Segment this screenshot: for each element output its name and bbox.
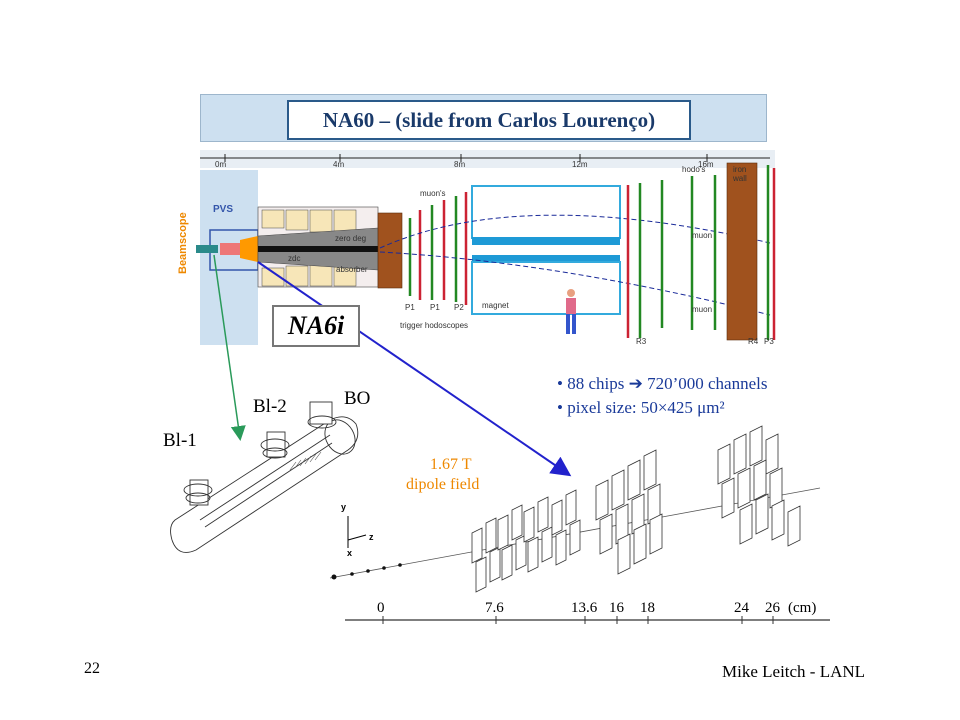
- slide-title: NA60 – (slide from Carlos Lourenço): [287, 100, 691, 140]
- bl2-label: Bl-2: [253, 396, 287, 417]
- scale-13-6: 13.6: [571, 600, 598, 616]
- tag-r3: R3: [636, 337, 647, 346]
- axis-z-label: z: [369, 532, 374, 542]
- dipole-cylinder: [170, 401, 359, 553]
- detector-small-labels: 0m 4m 8m 12m 16m muon's hodo's iron wall…: [215, 160, 774, 346]
- chamber-p2: P2: [454, 303, 464, 312]
- muon-label-lower: muon: [692, 305, 712, 314]
- ruler-8: 8m: [454, 160, 465, 169]
- muon-label-upper: muon: [692, 231, 712, 240]
- iron-wall-label-1: iron: [733, 165, 746, 174]
- scale-16: 16: [609, 600, 624, 616]
- muon-track-upper: [379, 214, 771, 249]
- target-icon: [220, 243, 240, 255]
- pvs-label: PVS: [213, 204, 233, 215]
- hodos-right-label: hodo's: [682, 165, 705, 174]
- hodos-left-label: muon's: [420, 189, 446, 198]
- ruler-16: 16m: [698, 160, 714, 169]
- arrow-vertex-to-telescope: [213, 254, 246, 441]
- axis-x-label: x: [347, 548, 352, 558]
- zero-deg-label: zero deg: [335, 234, 366, 243]
- field-value: 1.67 T: [430, 456, 472, 473]
- scale-18: 18: [640, 600, 655, 616]
- scale-26: 26: [765, 600, 780, 616]
- muon-chambers: [626, 162, 776, 341]
- axis-y-label: y: [341, 502, 346, 512]
- iron-wall-label-2: wall: [732, 174, 747, 183]
- pixel-planes: [471, 425, 801, 593]
- magnet-label: magnet: [482, 301, 509, 310]
- bullet-chips: • 88 chips ➔ 720’000 channels: [557, 374, 768, 393]
- ruler-0: 0m: [215, 160, 226, 169]
- target-discs: [331, 563, 402, 580]
- scale-24: 24: [734, 600, 749, 616]
- ruler-bar: [200, 150, 775, 168]
- scale-7-6: 7.6: [485, 600, 504, 616]
- na6i-callout: NA6i: [272, 305, 360, 347]
- person-icon: [566, 289, 576, 334]
- chamber-p1a: P1: [405, 303, 415, 312]
- tag-r4: R4: [748, 337, 759, 346]
- footer-author: Mike Leitch - LANL: [722, 662, 866, 681]
- absorber-block: [257, 206, 403, 289]
- tag-p3: P3: [764, 337, 774, 346]
- bl1-label: Bl-1: [163, 430, 197, 451]
- axes-indicator: [347, 516, 367, 548]
- magnet: [471, 185, 621, 315]
- ruler-4: 4m: [333, 160, 344, 169]
- chamber-p1b: P1: [430, 303, 440, 312]
- scale-unit: (cm): [788, 600, 817, 616]
- bo-label: BO: [344, 388, 371, 409]
- bullet-pixel: • pixel size: 50×425 μm²: [557, 398, 725, 417]
- beamscope-label: Beamscope: [177, 212, 189, 274]
- ruler-12: 12m: [572, 160, 588, 169]
- tracking-chambers: [408, 192, 468, 305]
- beam-pipe: [196, 245, 218, 253]
- absorber-label: absorber: [336, 265, 368, 274]
- field-label: dipole field: [406, 476, 480, 493]
- target-cone: [240, 236, 258, 262]
- scale-0: 0: [377, 600, 385, 616]
- arrow-na6i-to-planes: [257, 261, 572, 477]
- trigger-label: trigger hodoscopes: [400, 321, 468, 330]
- zdc-label: zdc: [288, 254, 300, 263]
- page-number: 22: [84, 660, 100, 677]
- ruler-ticks: [224, 154, 708, 162]
- scale-ticks: [382, 616, 774, 624]
